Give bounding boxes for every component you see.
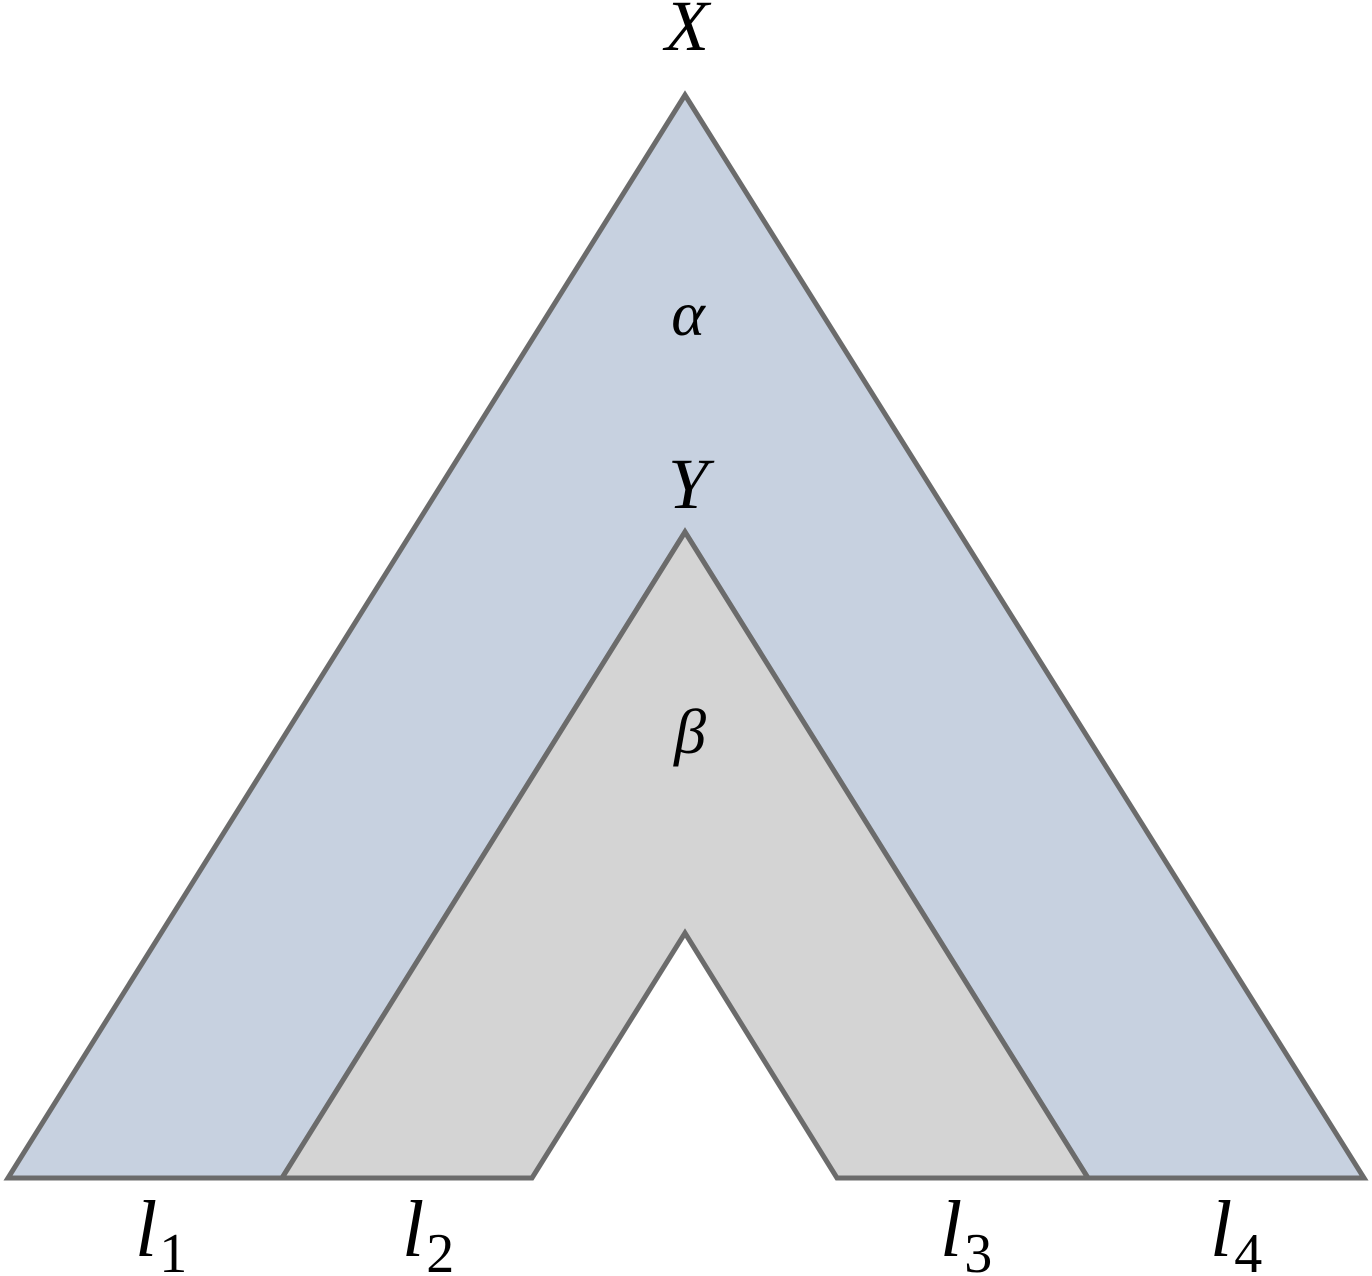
leaf-label-l4: l4	[1210, 1186, 1262, 1276]
leaf-base-l4: l	[1210, 1186, 1232, 1274]
alpha-label: α	[671, 278, 706, 349]
leaf-label-l3: l3	[940, 1186, 992, 1276]
beta-tree-region	[277, 527, 1093, 1181]
leaf-sub-2: 2	[426, 1223, 454, 1276]
beta-label: β	[672, 696, 706, 767]
leaf-base-l1: l	[135, 1186, 157, 1274]
leaf-base-l3: l	[940, 1186, 962, 1274]
leaf-sub-3: 3	[964, 1223, 992, 1276]
leaf-label-l2: l2	[402, 1186, 454, 1276]
inner-root-label-y: Y	[668, 444, 715, 524]
root-label-x: X	[662, 0, 712, 66]
leaf-label-l1: l1	[135, 1186, 187, 1276]
leaf-base-l2: l	[402, 1186, 424, 1274]
leaf-sub-4: 4	[1234, 1223, 1262, 1276]
leaf-sub-1: 1	[159, 1223, 187, 1276]
